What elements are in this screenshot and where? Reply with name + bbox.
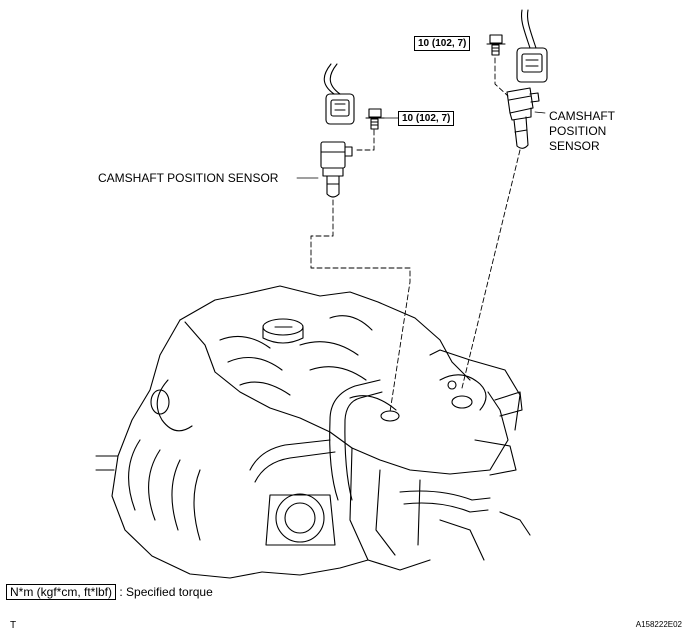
torque-legend-description: : Specified torque — [119, 585, 213, 599]
corner-mark: T — [10, 620, 17, 631]
right-sensor-wire — [520, 9, 537, 49]
right-dashed-leader — [461, 57, 521, 389]
sensor-label-right: SENSOR — [549, 139, 600, 153]
right-connector-icon — [516, 47, 548, 83]
figure-id: A158222E02 — [635, 620, 682, 629]
camshaft-label-right: CAMSHAFT — [549, 109, 615, 123]
right-sensor-icon — [506, 87, 540, 149]
left-sensor-wire — [323, 63, 341, 95]
torque-spec-left: 10 (102, 7) — [398, 111, 455, 126]
right-bolt-icon — [486, 34, 506, 56]
left-dashed-leader — [310, 129, 411, 413]
left-connector-icon — [325, 93, 355, 125]
engine-block — [95, 285, 531, 579]
torque-legend-units: N*m (kgf*cm, ft*lbf) — [6, 584, 117, 600]
left-sensor-icon — [320, 141, 353, 198]
camshaft-position-sensor-label-left: CAMSHAFT POSITION SENSOR — [98, 171, 279, 185]
left-bolt-icon — [365, 108, 399, 130]
position-label-right: POSITION — [549, 124, 607, 138]
torque-legend: N*m (kgf*cm, ft*lbf) : Specified torque — [6, 584, 213, 600]
torque-spec-right: 10 (102, 7) — [414, 36, 471, 51]
